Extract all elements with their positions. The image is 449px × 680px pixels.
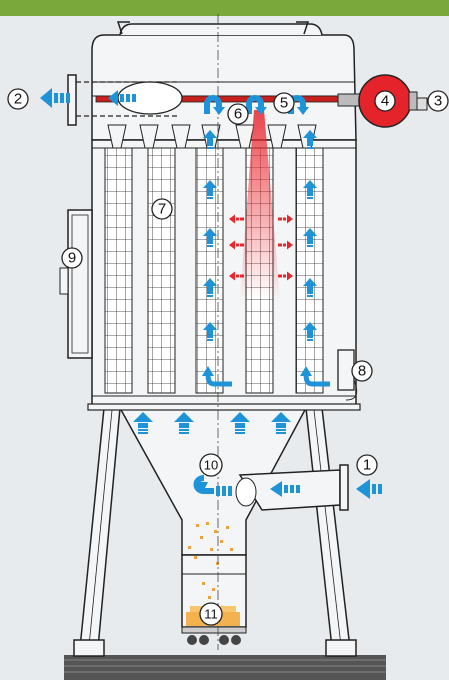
callout-1: 1 (356, 454, 378, 476)
support-legs (73, 407, 357, 657)
callout-8: 8 (351, 360, 373, 382)
dust-bin (181, 554, 247, 645)
blue-arrow-icon (193, 475, 232, 496)
svg-text:3: 3 (434, 93, 442, 110)
ground (64, 655, 386, 680)
callout-3: 3 (427, 90, 449, 112)
svg-text:5: 5 (280, 95, 288, 112)
callout-9: 9 (61, 247, 83, 269)
blue-arrow-icon (108, 90, 136, 106)
svg-text:11: 11 (204, 607, 218, 622)
svg-text:6: 6 (234, 106, 242, 123)
callout-11: 11 (199, 602, 223, 626)
callout-10: 10 (199, 453, 223, 477)
svg-text:10: 10 (204, 458, 218, 473)
access-door (59, 209, 93, 359)
svg-text:8: 8 (358, 363, 366, 380)
svg-text:4: 4 (381, 93, 389, 110)
blue-arrow-icon (40, 88, 70, 108)
blue-arrow-icon (356, 479, 382, 499)
callout-5: 5 (273, 92, 295, 114)
svg-text:1: 1 (363, 457, 371, 474)
callout-6: 6 (227, 103, 249, 125)
blue-arrow-icon (270, 481, 300, 497)
blue-arrow-icon (202, 366, 330, 387)
svg-text:2: 2 (14, 91, 22, 108)
svg-text:7: 7 (158, 201, 166, 218)
callout-2: 2 (7, 88, 29, 110)
fan-icon (337, 74, 428, 128)
callout-7: 7 (151, 198, 173, 220)
callout-4: 4 (374, 90, 396, 112)
pulse-beam (240, 110, 280, 300)
header-band (0, 0, 449, 16)
svg-text:9: 9 (68, 250, 76, 267)
